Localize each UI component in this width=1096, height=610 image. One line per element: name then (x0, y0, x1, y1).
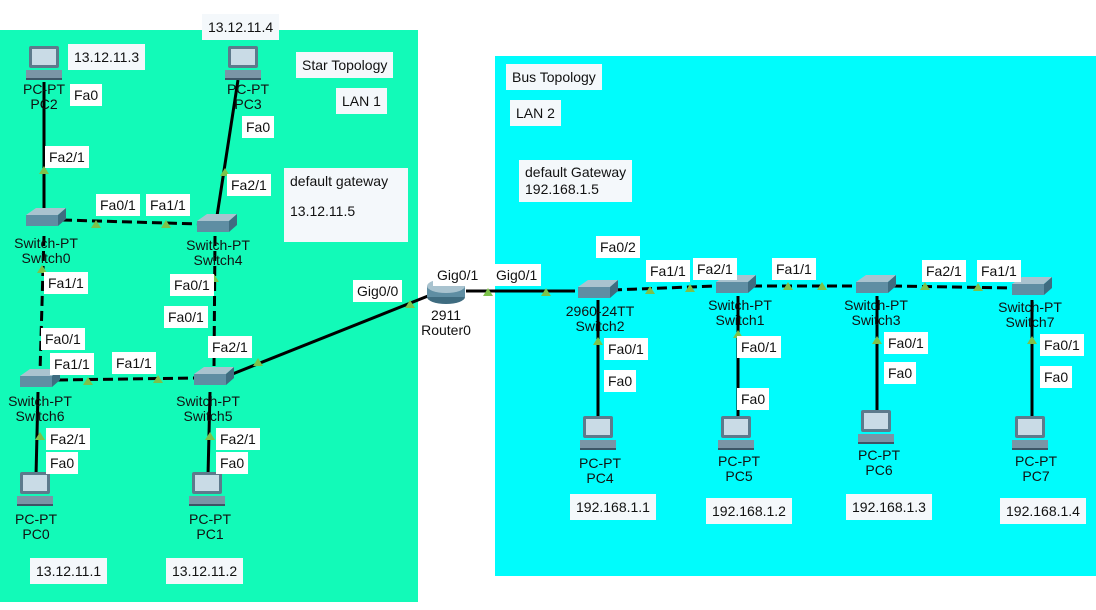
pc4-ip: 192.168.1.1 (570, 494, 656, 520)
port-label: Fa0 (884, 362, 917, 384)
port-label: Fa0 (216, 452, 249, 474)
port-label: Fa1/1 (112, 352, 156, 374)
link-switch0-switch6 (38, 235, 46, 373)
port-label: Fa1/1 (646, 260, 690, 282)
pc6-icon[interactable] (858, 410, 894, 444)
port-label: Fa2/1 (922, 260, 966, 282)
pc2-ip: 13.12.11.3 (68, 44, 146, 70)
pc7-icon[interactable] (1012, 416, 1048, 450)
port-label: Fa0/1 (96, 194, 140, 216)
pc2-icon[interactable] (26, 46, 62, 80)
pc1-icon[interactable] (189, 472, 225, 506)
port-label: Fa0 (70, 84, 103, 106)
port-label: Fa0/1 (170, 274, 214, 296)
link-switch6-pc0 (34, 391, 40, 477)
pc5-icon[interactable] (718, 416, 754, 450)
lan2-area (495, 56, 1096, 576)
port-label: Fa1/1 (44, 272, 88, 294)
port-label: Fa0 (737, 388, 770, 410)
link-switch6-switch5 (57, 376, 196, 382)
switch3-icon[interactable] (856, 275, 896, 293)
port-label: Fa1/1 (146, 194, 190, 216)
pc7-ip: 192.168.1.4 (1000, 498, 1086, 524)
switch0-icon[interactable] (26, 208, 66, 226)
link-switch5-router (229, 294, 429, 377)
port-label: Fa0/1 (884, 332, 928, 354)
pc4-icon[interactable] (580, 416, 616, 450)
port-label: Fa0/1 (164, 306, 208, 328)
link-switch0-switch4 (61, 218, 201, 226)
port-label: Fa2/1 (216, 428, 260, 450)
port-label: Fa2/1 (693, 258, 737, 280)
port-label: Gig0/0 (353, 280, 403, 302)
switch5-icon[interactable] (194, 367, 234, 385)
port-label: Fa0 (1040, 366, 1073, 388)
lan2-title: Bus Topology (506, 64, 602, 90)
pc3-icon[interactable] (225, 46, 261, 80)
pc6-ip: 192.168.1.3 (846, 494, 932, 520)
link-switch3-switch7 (891, 284, 1017, 290)
port-label: Fa2/1 (227, 174, 271, 196)
port-label: Fa0 (46, 452, 79, 474)
port-label: Fa2/1 (45, 146, 89, 168)
lan2-name: LAN 2 (510, 100, 561, 126)
port-label: Fa0/1 (737, 336, 781, 358)
switch4-icon[interactable] (197, 214, 237, 232)
port-label: Fa0 (604, 370, 637, 392)
port-label: Fa0/1 (41, 328, 85, 350)
pc3-ip: 13.12.11.4 (202, 14, 280, 40)
port-label: Fa2/1 (46, 428, 90, 450)
pc0-icon[interactable] (17, 472, 53, 506)
port-label: Fa0 (242, 116, 275, 138)
lan1-name: LAN 1 (336, 88, 387, 114)
port-label: Fa0/2 (596, 236, 640, 258)
port-label: Fa2/1 (208, 336, 252, 358)
pc0-ip: 13.12.11.1 (30, 558, 108, 584)
port-label: Fa1/1 (772, 258, 816, 280)
port-label: Gig0/1 (492, 264, 542, 286)
port-label: Fa0/1 (1040, 334, 1084, 356)
port-label: Fa1/1 (50, 353, 94, 375)
port-label: Gig0/1 (433, 264, 483, 286)
pc1-ip: 13.12.11.2 (166, 558, 244, 584)
port-label: Fa0/1 (604, 338, 648, 360)
pc5-ip: 192.168.1.2 (706, 498, 792, 524)
lan1-title: Star Topology (296, 52, 394, 78)
link-pc3-switch4 (215, 79, 240, 217)
switch2-icon[interactable] (578, 280, 618, 298)
lan1-area (0, 30, 418, 602)
port-label: Fa1/1 (977, 260, 1021, 282)
link-switch2-switch1 (611, 284, 717, 292)
